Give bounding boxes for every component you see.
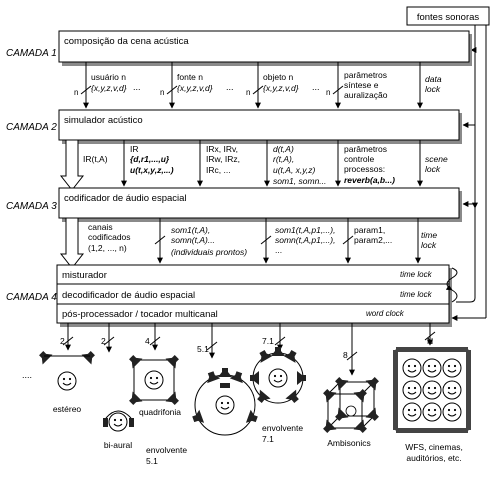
out-n2a: 2 [60,336,65,346]
l1-params-b: síntese e [344,80,379,90]
l1-params-c: auralização [344,90,388,100]
output-arrows [62,323,436,376]
l1-n-3: n [246,88,250,97]
surround-51-label-a: envolvente [146,445,187,455]
binaural-head [103,410,134,432]
postproc-label: pós-processador / tocador multicanal [62,309,218,320]
stereo-setup [36,348,98,391]
l1-user-b: {x,y,z,v,d} [91,83,127,93]
composition-label: composição da cena acústica [64,36,189,47]
l1-dots-2: ... [226,82,234,92]
layer3-arrows [59,217,421,269]
l2-lock-a: scene [425,154,448,164]
surround-71-setup [250,347,306,406]
l2-ir3c: IRc, ... [206,165,231,175]
wfs-label-a: WFS, cinemas, [405,442,463,452]
l3-s3b: somn(t,A,p1,...), [275,235,335,245]
surround-51-setup [190,368,260,436]
surround-71-label-a: envolvente [262,423,303,433]
surround-71-label-b: 7.1 [262,434,274,444]
stereo-label: estéreo [53,404,82,414]
l2-d4d: som1, somn... [273,176,326,186]
l1-source-a: fonte n [177,72,203,82]
ambisonics-label: Ambisonics [327,438,370,448]
l3-c1b: codificados [88,232,131,242]
layer1-arrows [80,62,423,109]
l1-dots-1: ... [133,82,141,92]
l2-p5d: reverb(a,b...) [344,175,395,185]
wfs-label-b: auditórios, etc. [406,453,461,463]
word-clock: word clock [366,309,405,318]
simulator-box [58,109,460,141]
l2-p5b: controle [344,154,375,164]
l1-params-a: parâmetros [344,70,387,80]
l2-d4a: d(t,A) [273,144,294,154]
quad-label: quadrifonia [139,407,181,417]
l2-ir2b: {d,r1,...,u} [130,154,170,164]
l3-c1c: (1,2, ..., n) [88,243,127,253]
out-nN: N [427,336,433,346]
out-dots: .... [22,370,32,380]
encoder-label: codificador de áudio espacial [64,193,187,204]
surround-51-label-b: 5.1 [146,456,158,466]
l2-ir2c: u(t,x,y,z,...) [130,165,174,175]
l3-lock-a: time [421,230,437,240]
l2-d4b: r(t,A), [273,154,294,164]
l3-p4a: param1, [354,225,385,235]
l3-s2c: (individuais prontos) [171,247,247,257]
l1-n-2: n [160,88,164,97]
layer2-arrows [59,139,423,191]
l1-dots-3: ... [312,82,320,92]
simulator-label: simulador acústico [64,115,143,126]
time-lock-2: time lock [400,290,433,299]
l3-s2a: som1(t,A), [171,225,210,235]
out-n71: 7.1 [262,336,274,346]
wfs-setup [393,347,471,433]
l2-d4c: u(t,A, x,y,z) [273,165,316,175]
l3-s2b: somn(t,A)... [171,235,215,245]
l3-p4b: param2,... [354,235,392,245]
l2-ir3a: IRx, IRv, [206,144,238,154]
l2-ir1: IR(t,A) [83,154,108,164]
out-n4: 4 [145,336,150,346]
l1-lock-b: lock [425,84,441,94]
postproc-box [56,303,450,324]
layer-2-label: CAMADA 2 [6,122,57,133]
l1-user-a: usuário n [91,72,126,82]
layer-3-label: CAMADA 3 [6,201,57,212]
l1-source-b: {x,y,z,v,d} [177,83,213,93]
out-n51: 5.1 [197,344,209,354]
l2-lock-b: lock [425,164,441,174]
l2-ir2a: IR [130,144,139,154]
l1-n-1: n [74,88,78,97]
composition-box [58,30,470,63]
time-lock-1: time lock [400,270,433,279]
l2-p5a: parâmetros [344,144,387,154]
l2-p5c: processos: [344,164,385,174]
l1-lock-a: data [425,74,442,84]
layer-4-label: CAMADA 4 [6,292,57,303]
l3-s3a: som1(t,A,p1,...), [275,225,335,235]
l1-object-a: objeto n [263,72,294,82]
l3-lock-b: lock [421,240,437,250]
out-n8: 8 [343,350,348,360]
out-n2b: 2 [101,336,106,346]
l3-c1a: canais [88,222,113,232]
encoder-box [58,187,460,219]
quad-setup [126,352,182,408]
binaural-label: bi-aural [104,440,132,450]
layer-1-label: CAMADA 1 [6,48,57,59]
decoder-label: decodificador de áudio espacial [62,290,195,301]
mixer-label: misturador [62,270,107,281]
sound-sources-label: fontes sonoras [417,12,480,23]
l1-object-b: {x,y,z,v,d} [263,83,299,93]
l2-ir3b: IRw, IRz, [206,154,240,164]
mixer-box [56,264,450,285]
sound-sources-box [406,6,490,26]
ambisonics-setup [320,374,382,436]
l1-n-4: n [326,88,330,97]
l3-s3c: ... [275,245,282,255]
